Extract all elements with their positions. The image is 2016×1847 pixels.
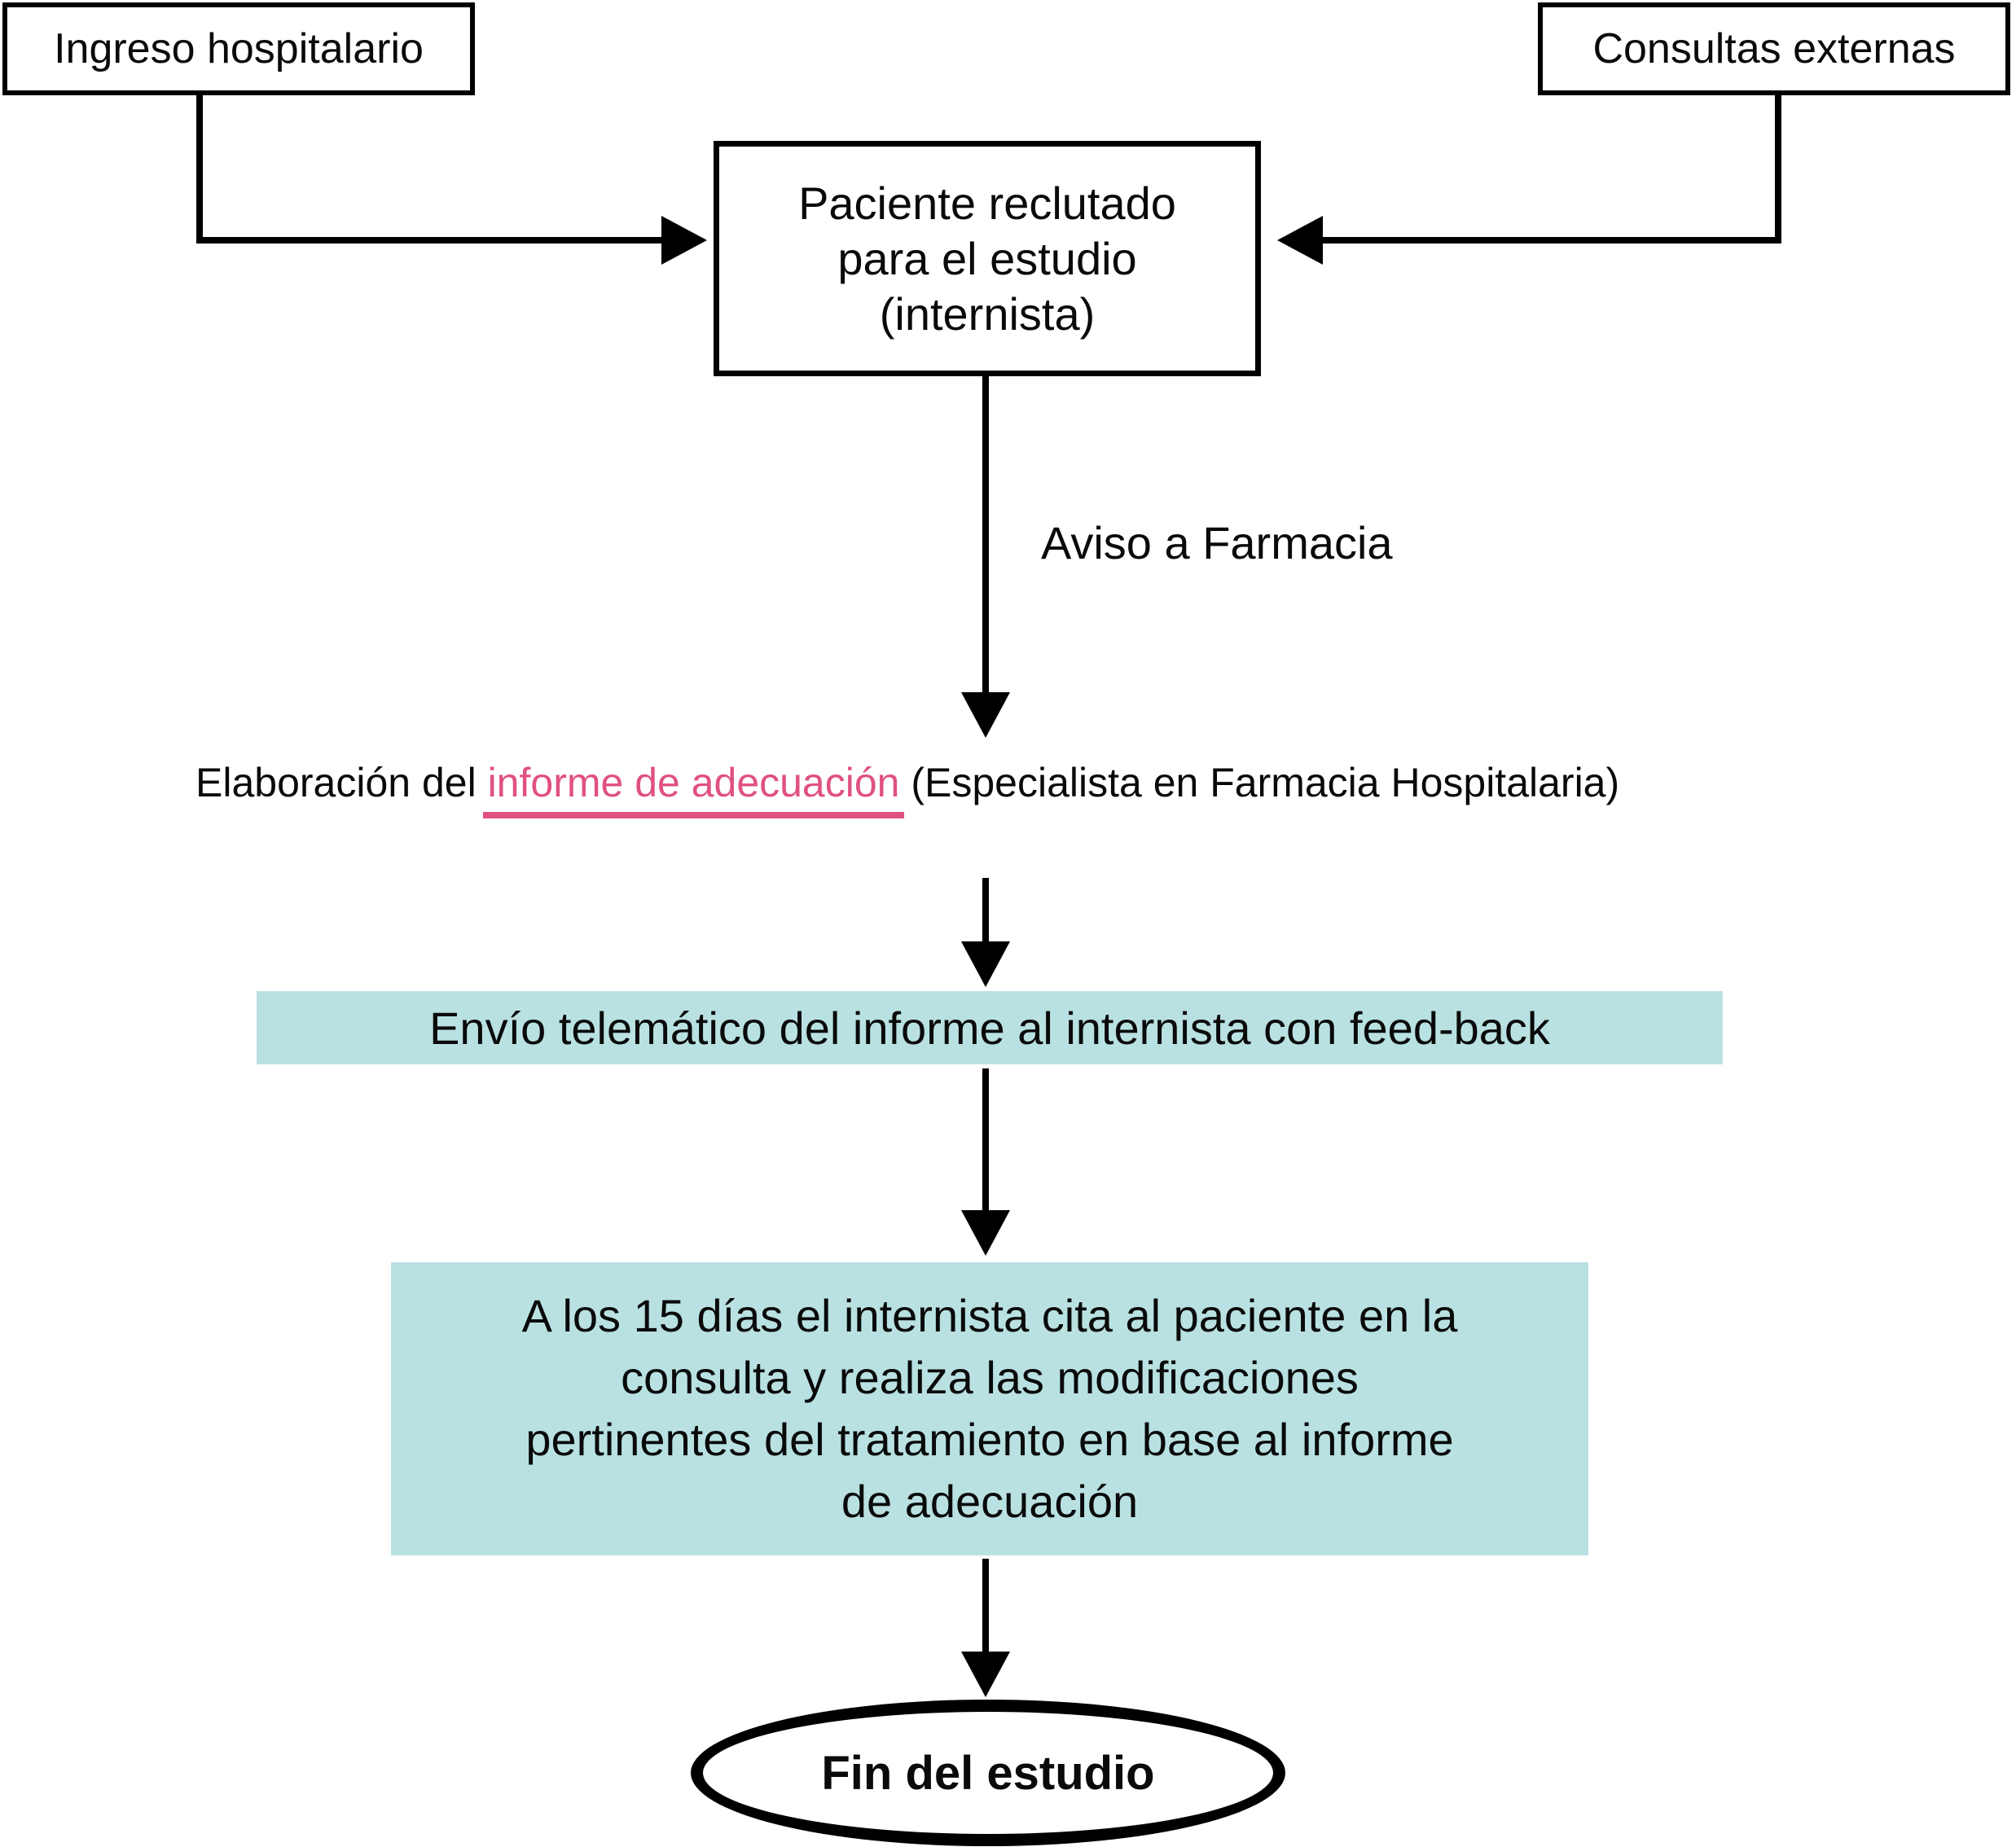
paciente-line-2: para el estudio	[837, 232, 1137, 284]
flow-node-envio-telematico: Envío telemático del informe al internis…	[257, 991, 1723, 1064]
elaboracion-suffix: (Especialista en Farmacia Hospitalaria)	[899, 760, 1620, 805]
arrow-elaboracion-to-envio	[961, 878, 1010, 987]
cita-line-1: A los 15 días el internista cita al paci…	[521, 1290, 1458, 1341]
arrow-cita-to-fin	[961, 1559, 1010, 1697]
cita-line-4: de adecuación	[841, 1476, 1139, 1527]
arrow-consultas-to-paciente	[1277, 95, 1781, 265]
cita-line-2: consulta y realiza las modificaciones	[621, 1352, 1359, 1403]
paciente-line-3: (internista)	[879, 287, 1096, 340]
ingreso-label: Ingreso hospitalario	[54, 25, 424, 72]
arrow-paciente-to-elaboracion	[961, 376, 1010, 738]
flow-node-cita-15-dias: A los 15 días el internista cita al paci…	[391, 1262, 1588, 1555]
consultas-label: Consultas externas	[1592, 25, 1956, 72]
cita-line-3: pertinentes del tratamiento en base al i…	[525, 1414, 1454, 1465]
paciente-line-1: Paciente reclutado	[798, 177, 1176, 229]
aviso-label: Aviso a Farmacia	[1041, 517, 1393, 568]
flow-node-consultas-externas: Consultas externas	[1538, 2, 2010, 95]
flow-node-fin-del-estudio: Fin del estudio	[691, 1700, 1285, 1846]
flow-step-elaboracion-informe: Elaboración del informe de adecuación (E…	[195, 759, 1619, 818]
arrow-label-aviso-a-farmacia: Aviso a Farmacia	[1041, 516, 1393, 569]
fin-label: Fin del estudio	[821, 1746, 1155, 1800]
flow-node-paciente-reclutado: Paciente reclutado para el estudio (inte…	[714, 141, 1261, 376]
flow-node-ingreso-hospitalario: Ingreso hospitalario	[2, 2, 475, 95]
informe-de-adecuacion-link[interactable]: informe de adecuación	[482, 760, 905, 818]
elaboracion-prefix: Elaboración del	[195, 760, 488, 805]
arrow-ingreso-to-paciente	[196, 95, 707, 265]
envio-label: Envío telemático del informe al internis…	[429, 1002, 1550, 1054]
arrow-envio-to-cita	[961, 1068, 1010, 1256]
